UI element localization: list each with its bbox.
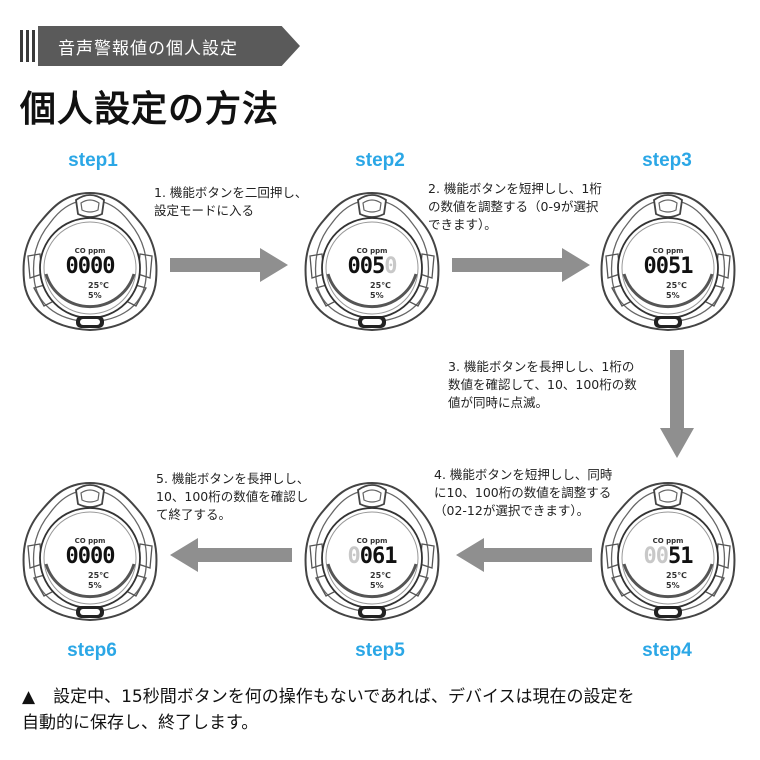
lcd-reading: 0050 — [302, 254, 442, 279]
lcd-digits-on: 51 — [668, 544, 693, 569]
detector-device-step5: CO ppm 0061 25℃ 5% — [302, 478, 442, 628]
instruction-line: 値が同時に点滅。 — [448, 395, 549, 410]
lcd-temperature: 25℃ — [370, 281, 391, 290]
instruction-line: （02-12が選択できます）。 — [434, 503, 590, 518]
step-label-2: step2 — [355, 150, 405, 171]
arrow-down-icon — [660, 350, 694, 458]
lcd-humidity: 5% — [370, 581, 384, 590]
lcd-temperature: 25℃ — [666, 281, 687, 290]
instruction-line: 3. 機能ボタンを長押しし、1桁の — [448, 359, 635, 374]
detector-device-step1: CO ppm 0000 25℃ 5% — [20, 188, 160, 338]
banner-stripe — [26, 30, 29, 62]
page-title: 個人設定の方法 — [20, 89, 280, 130]
lcd-digits-on: 061 — [359, 544, 398, 569]
step-label-3: step3 — [642, 150, 692, 171]
detector-device-step4: CO ppm 0051 25℃ 5% — [598, 478, 738, 628]
lcd-reading: 0000 — [65, 254, 116, 279]
lcd-humidity: 5% — [370, 291, 384, 300]
footer-text-2: 自動的に保存し、終了します。 — [22, 713, 259, 733]
instruction-line: 1. 機能ボタンを二回押し、 — [154, 185, 308, 200]
lcd-reading: 0000 — [65, 544, 116, 569]
lcd-co-label: CO ppm — [652, 247, 684, 255]
banner-body — [38, 26, 300, 66]
step-label-5: step5 — [355, 640, 405, 661]
lcd-digits-dim: 00 — [643, 544, 669, 569]
lcd-temperature: 25℃ — [88, 571, 109, 580]
instruction-line: 5. 機能ボタンを長押しし、 — [156, 471, 310, 486]
warning-triangle-icon: ▲ — [22, 687, 36, 707]
lcd-humidity: 5% — [88, 291, 102, 300]
lcd-temperature: 25℃ — [666, 571, 687, 580]
lcd-co-label: CO ppm — [74, 247, 106, 255]
banner-text: 音声警報値の個人設定 — [58, 39, 238, 59]
banner-stripe — [20, 30, 23, 62]
arrow-left-icon — [170, 538, 292, 572]
lcd-digits-dim: 0 — [384, 254, 397, 279]
arrow-right-icon — [170, 248, 288, 282]
banner-stripe — [32, 30, 35, 62]
footer-line-1: ▲ 設定中、15秒間ボタンを何の操作もないであれば、デバイスは現在の設定を — [22, 684, 742, 710]
lcd-humidity: 5% — [88, 581, 102, 590]
instruction-step5: 5. 機能ボタンを長押しし、 10、100桁の数値を確認し て終了する。 — [156, 470, 309, 524]
footer-text-1: 設定中、15秒間ボタンを何の操作もないであれば、デバイスは現在の設定を — [53, 687, 635, 707]
instruction-line: できます）。 — [428, 217, 497, 232]
detector-device-step3: CO ppm 0051 25℃ 5% — [598, 188, 738, 338]
detector-device-step2: CO ppm 0050 25℃ 5% — [302, 188, 442, 338]
lcd-temperature: 25℃ — [88, 281, 109, 290]
instruction-line: に10、100桁の数値を調整する — [434, 485, 612, 500]
lcd-co-label: CO ppm — [356, 247, 388, 255]
lcd-digits-dim: 0 — [347, 544, 361, 569]
instruction-line: 4. 機能ボタンを短押しし、同時 — [434, 467, 613, 482]
lcd-digits-on: 005 — [347, 254, 386, 279]
instruction-line: 設定モードに入る — [154, 203, 255, 218]
section-banner: 音声警報値の個人設定 — [20, 26, 300, 66]
instruction-line: の数値を調整する（0-9が選択 — [428, 199, 599, 214]
instruction-line: て終了する。 — [156, 507, 232, 522]
instruction-line: 数値を確認して、10、100桁の数 — [448, 377, 637, 392]
lcd-reading: 0051 — [643, 254, 694, 279]
lcd-reading: 0061 — [302, 544, 442, 569]
arrow-left-icon — [456, 538, 592, 572]
lcd-temperature: 25℃ — [370, 571, 391, 580]
step-label-4: step4 — [642, 640, 692, 661]
instruction-step4: 4. 機能ボタンを短押しし、同時 に10、100桁の数値を調整する （02-12… — [434, 466, 612, 520]
lcd-co-label: CO ppm — [356, 537, 388, 545]
instruction-line: 2. 機能ボタンを短押しし、1桁 — [428, 181, 602, 196]
instruction-step1: 1. 機能ボタンを二回押し、 設定モードに入る — [154, 184, 307, 220]
lcd-co-label: CO ppm — [652, 537, 684, 545]
footer-note: ▲ 設定中、15秒間ボタンを何の操作もないであれば、デバイスは現在の設定を 自動的… — [22, 684, 742, 736]
arrow-right-icon — [452, 248, 590, 282]
lcd-humidity: 5% — [666, 291, 680, 300]
detector-device-step6: CO ppm 0000 25℃ 5% — [20, 478, 160, 628]
instruction-step2: 2. 機能ボタンを短押しし、1桁 の数値を調整する（0-9が選択 できます）。 — [428, 180, 602, 234]
lcd-co-label: CO ppm — [74, 537, 106, 545]
step-label-1: step1 — [68, 150, 118, 171]
step-label-6: step6 — [67, 640, 117, 661]
instruction-line: 10、100桁の数値を確認し — [156, 489, 309, 504]
lcd-reading: 0051 — [598, 544, 738, 569]
lcd-humidity: 5% — [666, 581, 680, 590]
instruction-step3: 3. 機能ボタンを長押しし、1桁の 数値を確認して、10、100桁の数 値が同時… — [448, 358, 637, 412]
